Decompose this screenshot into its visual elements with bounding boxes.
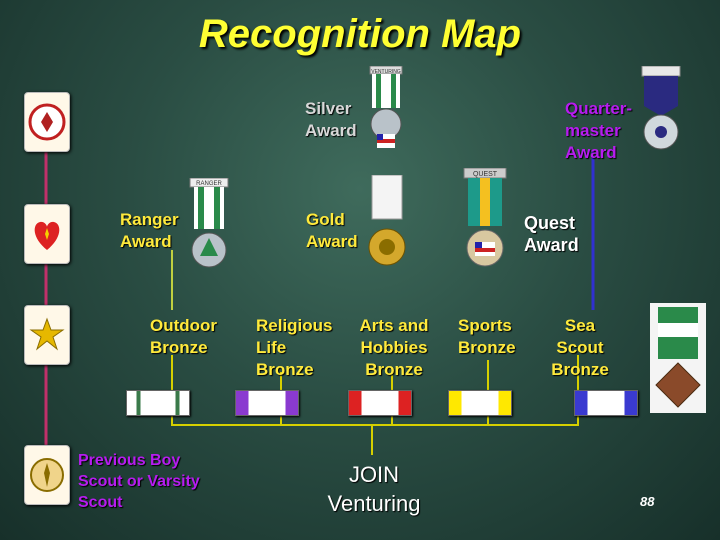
gold-medal-image — [366, 174, 408, 273]
previous-scout-label: Previous Boy Scout or Varsity Scout — [78, 452, 200, 511]
quest-medal-image: QUEST — [462, 167, 508, 272]
sea-scout-medal-image — [650, 303, 706, 413]
join-venturing-label: JOIN Venturing — [327, 462, 421, 516]
silver-medal-ribbon-text: VENTURING — [371, 69, 401, 75]
rank-badge-life — [24, 92, 70, 152]
gold-award-label: Gold Award — [306, 210, 358, 251]
outdoor-bronze-label: Outdoor Bronze — [150, 316, 218, 357]
page-number: 88 — [640, 494, 655, 509]
arts-bronze-label: Arts and Hobbies Bronze — [359, 316, 429, 379]
outdoor-ribbon-bar — [126, 390, 190, 416]
rank-badge-star — [24, 305, 70, 365]
religious-bronze-label: Religious Life Bronze — [256, 316, 333, 379]
ranger-award-label: Ranger Award — [120, 210, 179, 251]
rank-badge-first-class — [24, 445, 70, 505]
sea-scout-bronze-label: Sea Scout Bronze — [551, 316, 609, 379]
silver-medal-image: VENTURING — [366, 65, 406, 168]
religious-ribbon-bar — [235, 390, 299, 416]
quest-medal-ribbon-text: QUEST — [473, 171, 498, 178]
page-title: Recognition Map — [198, 12, 522, 56]
ranger-medal-image: RANGER — [188, 177, 230, 270]
quartermaster-award-label: Quarter-master Award — [565, 99, 633, 162]
ranger-medal-ribbon-text: RANGER — [196, 181, 222, 187]
sports-bronze-label: Sports Bronze — [458, 316, 516, 357]
silver-award-label: Silver Award — [305, 99, 357, 140]
rank-badge-heart — [24, 204, 70, 264]
quartermaster-medal-image — [636, 65, 686, 154]
quest-award-label: Quest Award — [524, 213, 579, 255]
arts-ribbon-bar — [348, 390, 412, 416]
sports-ribbon-bar — [448, 390, 512, 416]
sea-scout-ribbon-bar — [574, 390, 638, 416]
